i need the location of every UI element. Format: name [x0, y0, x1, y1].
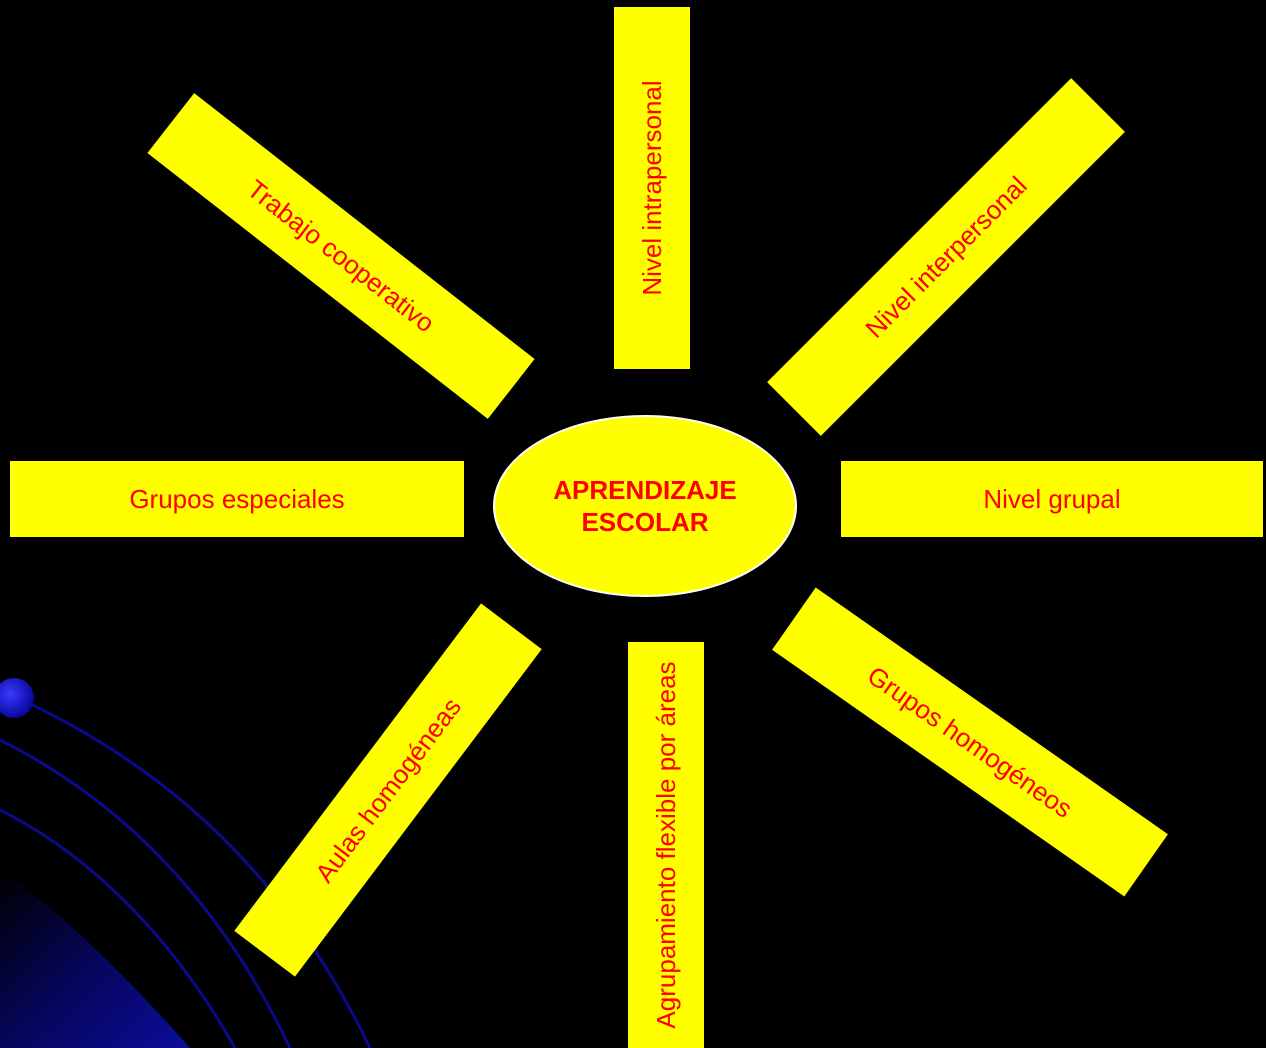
- center-label: APRENDIZAJE ESCOLAR: [530, 474, 760, 538]
- decor-swoosh-fill: [0, 870, 190, 1048]
- ray-label-agrupamiento-flexible: Agrupamiento flexible por áreas: [651, 661, 681, 1028]
- ray-nivel-grupal: Nivel grupal: [841, 461, 1263, 537]
- ray-label-grupos-especiales: Grupos especiales: [129, 484, 344, 514]
- decor-dot: [0, 678, 34, 718]
- ray-label-nivel-grupal: Nivel grupal: [983, 484, 1120, 514]
- ray-label-nivel-intrapersonal: Nivel intrapersonal: [637, 80, 667, 295]
- ray-grupos-especiales: Grupos especiales: [10, 461, 464, 537]
- ray-nivel-intrapersonal: Nivel intrapersonal: [614, 7, 690, 369]
- ray-agrupamiento-flexible: Agrupamiento flexible por áreas: [628, 642, 704, 1048]
- center-node: APRENDIZAJE ESCOLAR: [493, 415, 797, 597]
